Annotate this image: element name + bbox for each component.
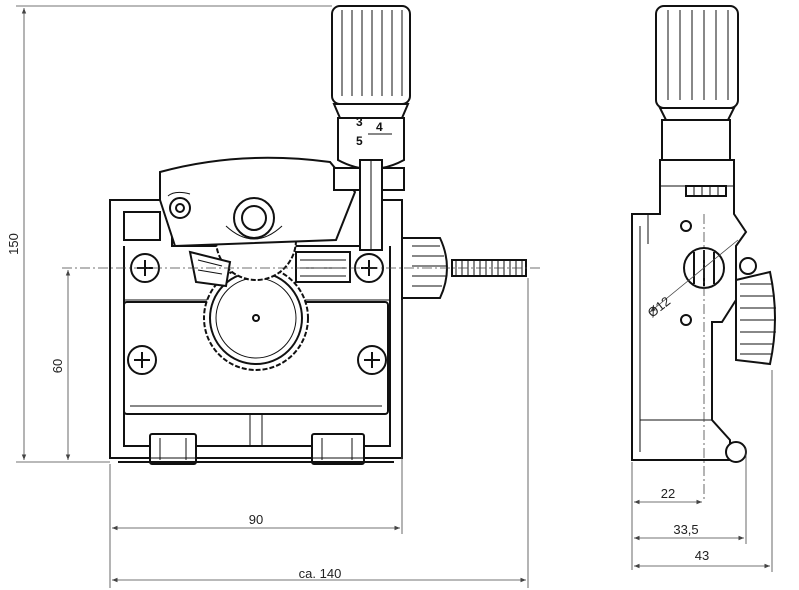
overall-height-label: 150 [6, 233, 21, 255]
tension-scale-3: 3 [356, 115, 363, 129]
screw-bottom-right [357, 345, 387, 375]
body-width-label: 90 [249, 512, 263, 527]
front-view: 3 4 5 [62, 5, 540, 465]
dim-body-width: 90 [109, 300, 403, 588]
dim-axis-height: 60 [50, 270, 71, 460]
side-33-5-label: 33,5 [673, 522, 698, 537]
dim-side-43: 43 [634, 370, 773, 572]
drive-roll [203, 265, 309, 371]
side-adjust-knob [735, 257, 776, 366]
side-view: Ø12 [631, 5, 776, 500]
bore-leader-line [649, 239, 739, 313]
screw-bottom-left [127, 345, 157, 375]
side-tension-knob [655, 5, 739, 161]
tension-adjuster [331, 5, 411, 251]
side-43-label: 43 [695, 548, 709, 563]
inlet-guide [295, 251, 351, 283]
dim-total-width: ca. 140 [112, 278, 529, 588]
tension-scale-5: 5 [356, 134, 363, 148]
dim-side-22: 22 [631, 462, 702, 570]
wire-guide-left [188, 250, 232, 288]
pressure-arm [159, 156, 357, 248]
axis-height-label: 60 [50, 359, 65, 373]
side-22-label: 22 [661, 486, 675, 501]
dim-side-33-5: 33,5 [634, 448, 747, 544]
tension-scale-4: 4 [376, 120, 383, 134]
total-width-label: ca. 140 [299, 566, 342, 581]
dim-overall-height: 150 [6, 5, 332, 463]
